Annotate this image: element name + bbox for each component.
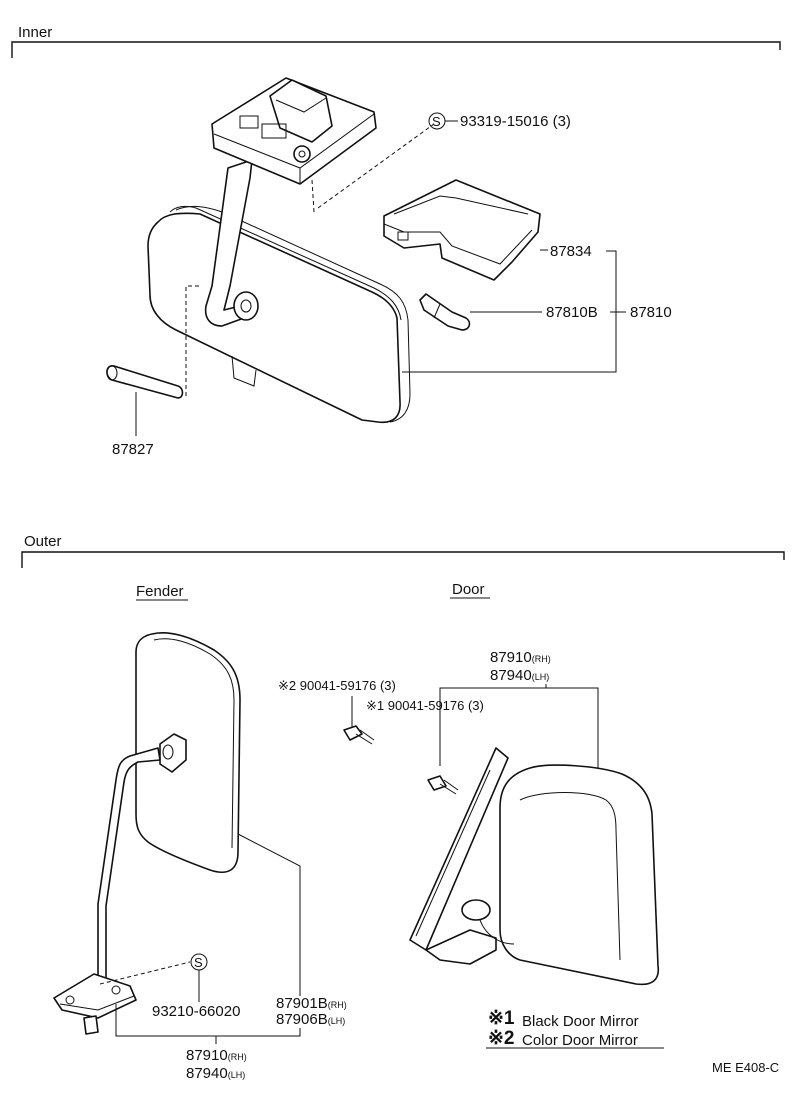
door-bolt2-number: ※2 90041-59176 (3)	[278, 678, 396, 693]
diagram-code: ME E408-C	[712, 1060, 779, 1075]
fender-mirror-number-rh: 87901B(RH)	[276, 995, 347, 1012]
legend-mark-2: ※2	[488, 1028, 515, 1049]
fender-screw-dashline	[99, 961, 191, 985]
fender-screw-number: 93210-66020	[152, 1003, 240, 1020]
door-assy-number-rh: 87910(RH)	[490, 649, 551, 666]
fender-mirror-number-lh: 87906B(LH)	[276, 1011, 345, 1028]
inner-section: Inner S	[11, 24, 781, 458]
inner-mirror-icon	[147, 205, 411, 424]
inner-screw-symbol: S	[432, 114, 441, 129]
inner-section-label: Inner	[18, 24, 52, 41]
cover-icon	[383, 179, 541, 281]
inner-mirror-part-number: 87810	[630, 304, 672, 321]
door-bolt1-number: ※1 90041-59176 (3)	[366, 698, 484, 713]
fender-heading: Fender	[136, 583, 184, 600]
pin-part-number: 87827	[112, 441, 154, 458]
legend-text-2: Color Door Mirror	[522, 1032, 638, 1049]
door-assy-bracket	[439, 684, 599, 770]
inner-screw-callout: S 93319-15016 (3)	[428, 112, 571, 130]
inner-bracket-icon	[204, 77, 377, 327]
legend: ※1 Black Door Mirror ※2 Color Door Mirro…	[486, 1008, 664, 1049]
pin-icon	[106, 365, 184, 399]
legend-mark-1: ※1	[488, 1008, 515, 1029]
inner-screw-number: 93319-15016 (3)	[460, 113, 571, 130]
fender-screw-symbol: S	[194, 955, 203, 970]
bulb-part-number: 87810B	[546, 304, 598, 321]
outer-section: Outer Fender Door S 93210-66020	[21, 533, 785, 1082]
pin-dashline	[185, 285, 200, 396]
fender-head-leader	[237, 833, 301, 996]
fender-assy-number-lh: 87940(LH)	[186, 1065, 245, 1082]
bulb-icon	[419, 293, 471, 331]
door-heading: Door	[452, 581, 485, 598]
legend-text-1: Black Door Mirror	[522, 1013, 639, 1030]
door-mirror-icon	[409, 747, 660, 986]
bolt2-screw-icon	[343, 725, 375, 745]
inner-screw-dashline	[311, 123, 435, 213]
fender-mirror-icon	[53, 631, 241, 1035]
inner-section-bracket	[11, 41, 781, 58]
bolt1-screw-icon	[427, 775, 459, 795]
fender-assy-bracket	[115, 1004, 301, 1044]
cover-part-number: 87834	[550, 243, 592, 260]
fender-assy-number-rh: 87910(RH)	[186, 1047, 247, 1064]
outer-section-bracket	[21, 551, 785, 568]
door-assy-number-lh: 87940(LH)	[490, 667, 549, 684]
outer-section-label: Outer	[24, 533, 62, 550]
